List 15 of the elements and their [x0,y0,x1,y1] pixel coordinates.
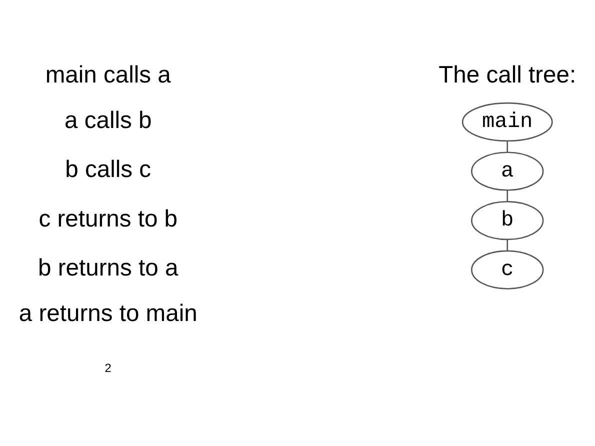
node-ellipse: b [471,201,544,240]
label: b returns to a [38,254,178,282]
label: The call tree: [438,62,576,89]
label: 2 [104,361,112,376]
label: main calls a [45,62,171,89]
label: a calls b [64,106,152,134]
node-ellipse: c [471,250,544,290]
connector [506,141,508,152]
label: b calls c [65,156,152,184]
connector [506,240,508,252]
label: c returns to b [38,205,178,232]
label: a returns to main [18,300,198,327]
node-ellipse: main [462,102,553,142]
node-ellipse: a [471,152,544,191]
connector [506,190,508,202]
